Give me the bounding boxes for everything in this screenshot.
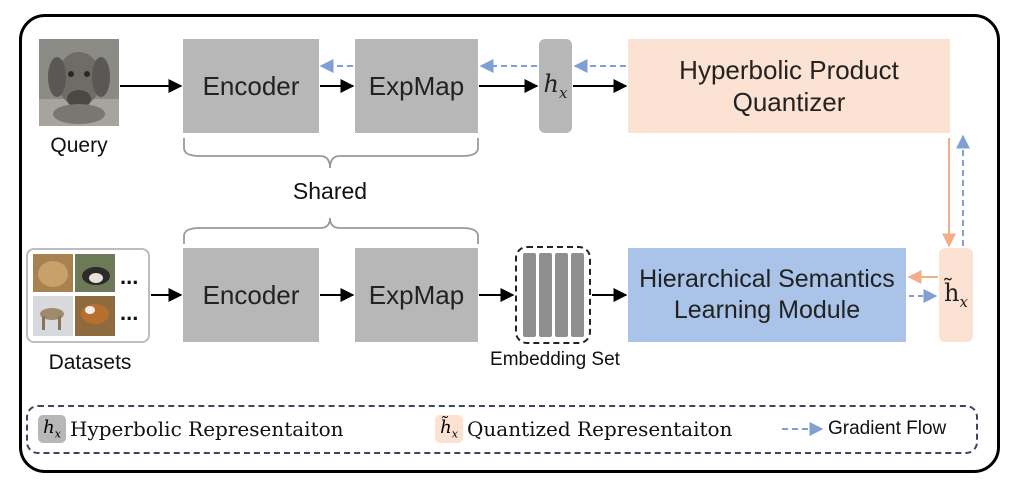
diagram-frame	[19, 14, 1000, 473]
datasets-caption: Datasets	[48, 351, 132, 374]
quantizer-label-line2: Quantizer	[732, 87, 846, 117]
top-encoder-label: Encoder	[202, 70, 300, 101]
hsl-label-line2: Learning Module	[673, 296, 861, 324]
top-expmap-label: ExpMap	[368, 70, 465, 101]
top-encoder-block: Encoder	[183, 39, 319, 133]
query-image	[39, 39, 119, 126]
htilde-block: h̃x	[939, 248, 973, 342]
bottom-encoder-block: Encoder	[183, 248, 319, 342]
datasets-ellipsis-bottom: ...	[120, 300, 139, 325]
quantizer-block: Hyperbolic Product Quantizer	[628, 39, 950, 133]
htilde-symbol: h̃x	[944, 279, 968, 311]
embedding-bar	[554, 253, 568, 337]
legend-htilde-swatch: h̃x	[435, 415, 463, 443]
datasets-image: ... ...	[26, 248, 150, 343]
legend-quantized-label: Quantized Representaiton	[467, 417, 733, 441]
hsl-label-line1: Hierarchical Semantics	[639, 264, 895, 293]
hsl-module-block: Hierarchical Semantics Learning Module	[628, 248, 906, 342]
legend	[26, 405, 978, 454]
hx-symbol: hx	[543, 70, 568, 102]
embedding-set	[515, 246, 591, 344]
legend-hyperbolic-label: Hyperbolic Representaiton	[70, 417, 344, 441]
shared-label: Shared	[292, 178, 368, 204]
hx-block: hx	[539, 39, 572, 133]
shared-brace-top	[183, 138, 479, 169]
bottom-expmap-label: ExpMap	[368, 279, 465, 310]
bottom-expmap-block: ExpMap	[355, 248, 478, 342]
quantizer-label-line1: Hyperbolic Product	[679, 54, 899, 85]
legend-gradient-label: Gradient Flow	[828, 418, 947, 439]
embedding-bar	[570, 253, 584, 337]
query-caption: Query	[50, 134, 108, 157]
legend-hx-swatch: hx	[38, 415, 66, 443]
shared-brace-bottom	[183, 217, 479, 244]
top-expmap-block: ExpMap	[355, 39, 478, 133]
embedding-set-caption: Embedding Set	[490, 349, 620, 370]
bottom-encoder-label: Encoder	[202, 279, 300, 310]
datasets-ellipsis-top: ...	[120, 264, 139, 289]
embedding-bar	[522, 253, 536, 337]
embedding-bar	[538, 253, 552, 337]
